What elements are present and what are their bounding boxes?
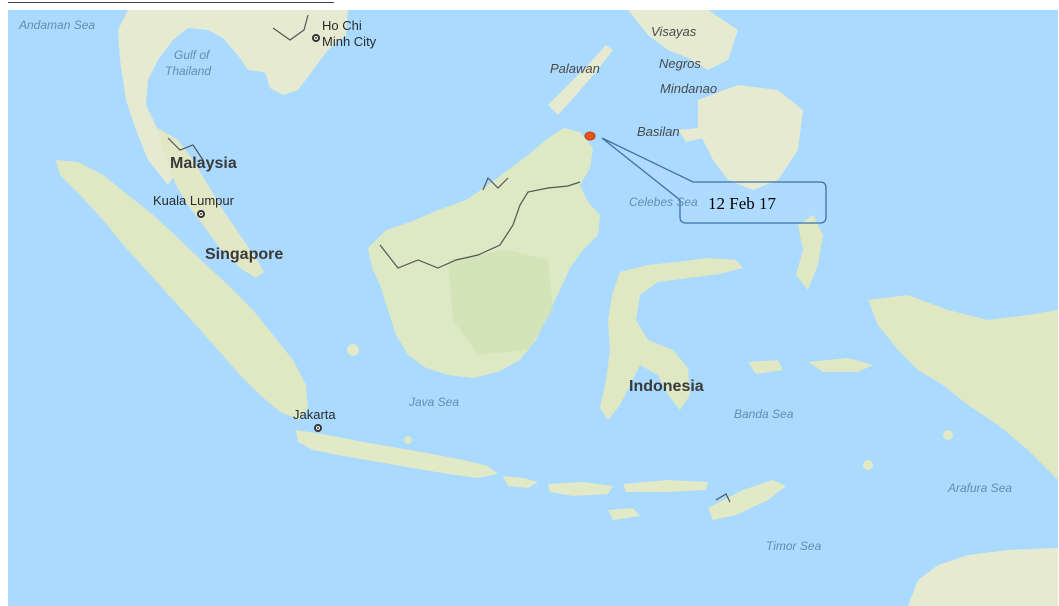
border-malaysia-thailand [167,137,204,161]
bali-lombok [503,476,538,488]
label-celebes-sea: Celebes Sea [629,195,698,209]
sulawesi-island [600,258,743,420]
small-island [863,460,873,470]
label-mindanao: Mindanao [660,81,718,96]
label-visayas: Visayas [651,24,697,39]
city-dot-jakarta [314,424,322,432]
mindanao-island [698,85,803,190]
label-andaman-sea: Andaman Sea [19,18,96,32]
sumbawa [548,482,613,496]
callout-bubble [601,137,827,224]
sumatra-island [56,160,308,420]
basilan-island [678,128,703,142]
top-rule [8,2,334,3]
timor [708,480,786,520]
small-island [347,344,359,356]
halmahera [796,215,823,290]
label-malaysia: Malaysia [170,155,237,172]
buru [748,360,783,374]
border-timor [715,493,731,503]
map-view[interactable]: Andaman Sea Gulf of Thailand Ho Chi Minh… [8,10,1058,606]
vietnam-coast [248,10,348,95]
city-dot-kuala-lumpur [197,210,205,218]
seram [808,358,873,372]
border-brunei [482,176,509,191]
label-timor-sea: Timor Sea [766,539,822,553]
label-gulf-of: Gulf of [174,48,210,62]
label-negros: Negros [659,56,701,71]
new-guinea-island [868,295,1058,480]
flores [623,480,708,492]
label-banda-sea: Banda Sea [734,407,794,421]
label-indonesia: Indonesia [629,378,704,395]
label-thailand-gulf: Thailand [165,64,212,78]
border-borneo [379,181,581,269]
visayas-islands [628,10,738,70]
city-dot-ho-chi-minh [312,34,320,42]
sumba [608,508,640,520]
event-marker[interactable] [584,131,596,141]
label-ho-chi: Ho Chi [322,18,362,33]
label-singapore: Singapore [205,246,284,263]
label-jakarta: Jakarta [293,407,336,422]
label-palawan: Palawan [550,61,600,76]
small-island [404,436,412,444]
java-island [296,430,498,478]
label-arafura-sea: Arafura Sea [948,481,1013,495]
malay-peninsula [158,128,264,278]
label-basilan: Basilan [637,124,680,139]
border-vietnam [272,14,309,41]
callout-label: 12 Feb 17 [708,194,776,213]
australia-landmass [908,548,1058,606]
label-java-sea: Java Sea [409,395,460,409]
map-canvas [56,10,1058,606]
borneo-highland [448,250,553,355]
label-minh-city: Minh City [322,34,377,49]
palawan-island [548,45,613,115]
small-island [943,430,953,440]
label-kuala-lumpur: Kuala Lumpur [153,193,234,208]
